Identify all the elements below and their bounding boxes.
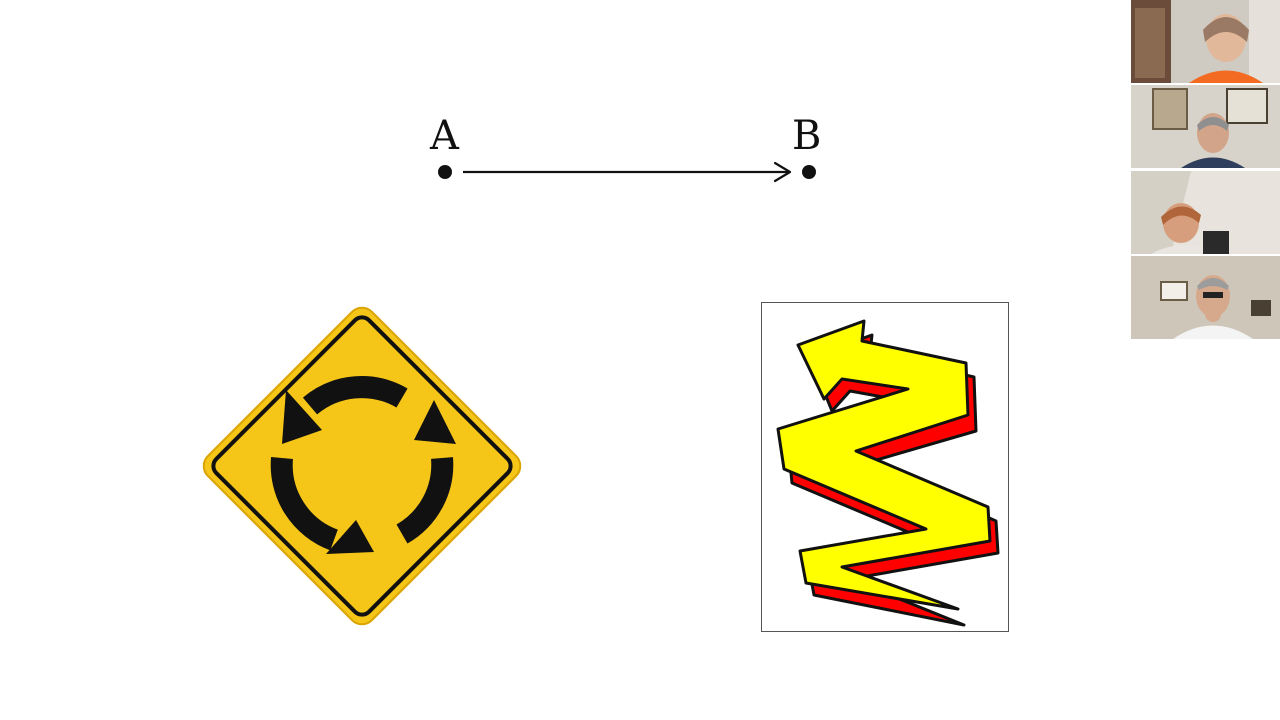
presentation-slide: A B (202, 113, 1009, 632)
zigzag-arrow-icon (776, 319, 1000, 627)
participant-video-3[interactable] (1131, 171, 1280, 254)
point-b-label: B (792, 113, 822, 159)
zigzag-image-frame (761, 302, 1009, 632)
point-a-label: A (430, 113, 459, 159)
participant-video-4[interactable] (1131, 256, 1280, 339)
roundabout-sign-icon (202, 306, 522, 626)
point-b-dot (802, 165, 816, 179)
participant-gallery (1131, 0, 1280, 720)
point-a-dot (438, 165, 452, 179)
participant-video-2[interactable] (1131, 85, 1280, 168)
arrow-a-to-b-icon (463, 161, 792, 183)
participant-video-1[interactable] (1131, 0, 1280, 83)
